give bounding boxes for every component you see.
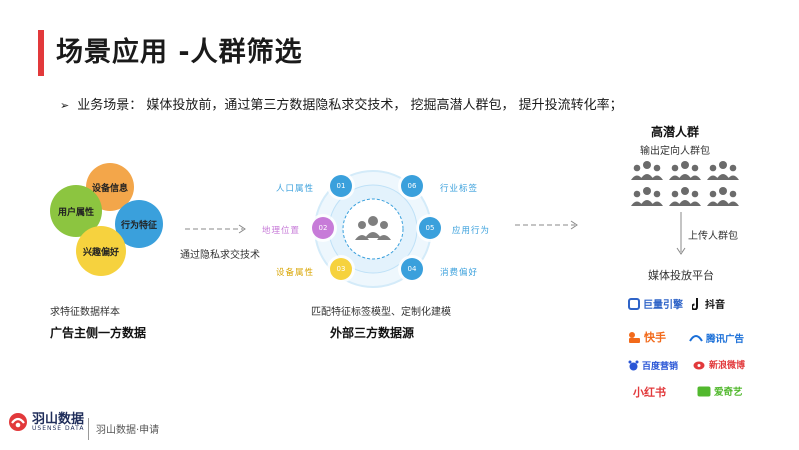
platform-iqiyi: 爱奇艺 (697, 384, 743, 398)
footer-text: 羽山数据·申请 (96, 425, 160, 436)
footer-divider (88, 418, 89, 440)
upload-label: 上传人群包 (688, 231, 738, 242)
circle-interest-preferences: 兴趣偏好 (76, 226, 126, 276)
platform-baidu: 百度营销 (628, 359, 678, 372)
title-accent-bar (38, 30, 44, 76)
footer-logo-text: 羽山数据 (32, 411, 85, 427)
kuaishou-logo-icon (629, 331, 640, 343)
people-group-icon (631, 161, 663, 180)
footer-logo-sub: USENSE DATA (32, 424, 85, 432)
baidu-marketing-logo-icon (628, 360, 639, 371)
people-group-icon (707, 187, 739, 206)
node-05: 05 (419, 217, 441, 239)
crowd-icons (630, 160, 740, 206)
node-label-consumption: 消费偏好 (440, 268, 479, 278)
people-group-icon (631, 187, 663, 206)
node-03: 03 (330, 258, 352, 280)
first-party-title: 广告主侧一方数据 (50, 326, 147, 340)
people-group-icon (669, 161, 701, 180)
usense-logo-icon (9, 413, 27, 431)
business-scenario-bullet: ➢ 业务场景： 媒体投放前，通过第三方数据隐私求交技术， 挖掘高潜人群包， 提升投… (60, 94, 623, 113)
people-group-icon (707, 161, 739, 180)
platform-title: 媒体投放平台 (648, 269, 714, 282)
node-label-device: 设备属性 (276, 268, 315, 278)
iqiyi-logo-icon (697, 386, 711, 396)
people-group-icon (669, 187, 701, 206)
douyin-logo-icon (692, 297, 698, 310)
platform-xiaohongshu: 小红书 (633, 386, 666, 399)
circle-behavior-features: 行为特征 (115, 200, 163, 248)
platform-douyin: 抖音 (692, 296, 725, 311)
node-label-population: 人口属性 (276, 184, 315, 194)
arrow1-label: 通过隐私求交技术 (180, 250, 260, 261)
dashed-arrow-icon (185, 224, 246, 234)
page-title: 场景应用 -人群筛选 (56, 37, 303, 68)
dashed-arrow-icon (515, 220, 578, 230)
platform-kuaishou: 快手 (628, 329, 666, 345)
node-label-app-behavior: 应用行为 (452, 226, 491, 236)
high-potential-subtitle: 输出定向人群包 (640, 146, 710, 157)
third-party-caption: 匹配特征标签模型、定制化建模 (311, 307, 451, 318)
node-01: 01 (330, 175, 352, 197)
platform-tencent-ads: 腾讯广告 (689, 331, 744, 345)
footer-logo: 羽山数据 USENSE DATA (8, 412, 84, 432)
bullet-arrow-icon: ➢ (60, 99, 70, 112)
node-02: 02 (312, 217, 334, 239)
high-potential-title: 高潜人群 (651, 125, 700, 139)
node-06: 06 (401, 175, 423, 197)
tencent-ads-logo-icon (689, 335, 703, 342)
down-arrow-icon (676, 212, 686, 255)
node-label-industry: 行业标签 (440, 184, 479, 194)
node-04: 04 (401, 258, 423, 280)
platform-weibo: 新浪微博 (693, 358, 745, 371)
node-label-location: 地理位置 (262, 226, 301, 236)
third-party-title: 外部三方数据源 (330, 326, 415, 340)
platform-ocean-engine: 巨量引擎 (628, 296, 683, 311)
bullet-text: 业务场景： 媒体投放前，通过第三方数据隐私求交技术， 挖掘高潜人群包， 提升投流… (77, 98, 623, 113)
weibo-logo-icon (693, 361, 705, 370)
ocean-engine-logo-icon (628, 297, 640, 310)
first-party-caption: 求特征数据样本 (50, 307, 120, 318)
